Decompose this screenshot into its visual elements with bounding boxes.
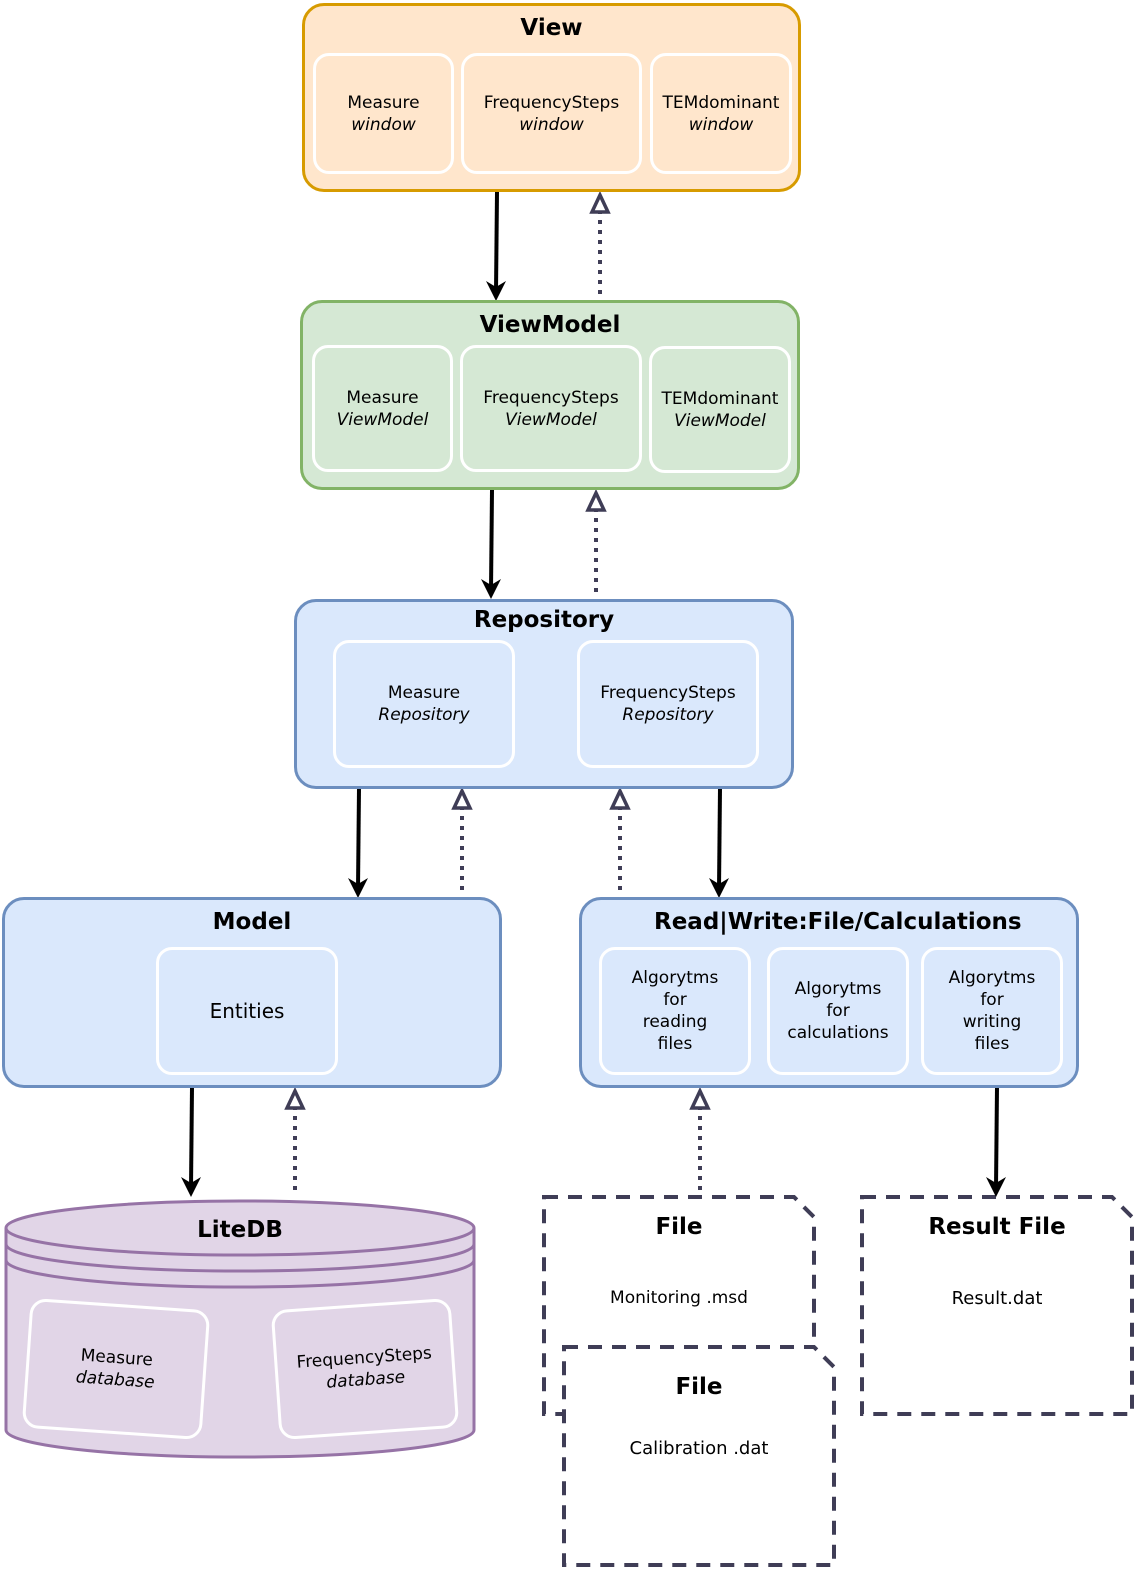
arrow-repository-to-model (356, 787, 361, 890)
card-line: writing (962, 1012, 1022, 1032)
card-line: for (980, 990, 1004, 1010)
temdominant-window-card: TEMdominant window (650, 53, 792, 174)
arrow-rw-to-result (994, 1086, 999, 1189)
open-arrowhead-rw (689, 1086, 711, 1110)
measure-database-card: Measure database (21, 1297, 211, 1441)
card-line: files (657, 1034, 693, 1054)
card-sub: ViewModel (505, 409, 597, 430)
algorytms-calculations-card: Algorytms for calculations (767, 947, 909, 1075)
viewmodel-group: ViewModel Measure ViewModel FrequencySte… (300, 300, 800, 490)
measure-viewmodel-card: Measure ViewModel (312, 345, 453, 472)
repository-group: Repository Measure Repository FrequencyS… (294, 599, 794, 789)
model-title: Model (212, 909, 292, 935)
card-sub: window (519, 114, 584, 135)
arrow-view-to-viewmodel (494, 191, 499, 293)
algorytms-writing-card: Algorytms for writing files (921, 947, 1063, 1075)
viewmodel-title: ViewModel (479, 312, 621, 338)
frequencysteps-viewmodel-card: FrequencySteps ViewModel (460, 345, 642, 472)
card-line: calculations (787, 1023, 889, 1043)
card-sub: Repository (622, 705, 714, 725)
calibration-file-shape (562, 1345, 836, 1567)
arrowhead-repository-to-rw (709, 878, 729, 898)
file-title: File (655, 1214, 703, 1240)
arrowhead-model-to-litedb (181, 1177, 201, 1197)
arrow-model-to-litedb (189, 1086, 194, 1189)
card-line: Algorytms (948, 968, 1036, 988)
card-name: Measure (347, 92, 420, 113)
file-name: Result.dat (951, 1288, 1043, 1309)
card-line: for (826, 1001, 850, 1021)
file-title: File (675, 1374, 723, 1400)
frequencysteps-repository-card: FrequencySteps Repository (577, 640, 759, 768)
temdominant-viewmodel-card: TEMdominant ViewModel (649, 346, 791, 473)
card-name: Measure (346, 387, 419, 408)
open-arrowhead-view (589, 190, 611, 214)
card-sub: database (325, 1367, 406, 1393)
card-name: FrequencySteps (600, 683, 736, 703)
card-line: Algorytms (631, 968, 719, 988)
arrowhead-viewmodel-to-repository (481, 579, 501, 599)
open-arrowhead-repository-left (451, 786, 473, 810)
card-sub: database (75, 1367, 156, 1393)
file-name: Calibration .dat (629, 1438, 769, 1459)
result-file: Result File Result.dat (862, 1214, 1132, 1309)
rw-title: Read|Write:File/Calculations (654, 909, 1022, 935)
algorytms-reading-card: Algorytms for reading files (599, 947, 751, 1075)
card-name: FrequencySteps (483, 92, 620, 113)
model-group: Model Entities (2, 897, 502, 1088)
open-arrowhead-viewmodel (585, 488, 607, 512)
card-sub: Repository (378, 705, 470, 725)
frequencysteps-window-card: FrequencySteps window (461, 53, 642, 174)
measure-window-card: Measure window (313, 53, 454, 174)
card-sub: ViewModel (674, 410, 766, 431)
arrowhead-rw-to-result (986, 1177, 1006, 1197)
file-title: Result File (928, 1214, 1066, 1240)
card-name: TEMdominant (662, 92, 780, 113)
measure-repository-card: Measure Repository (333, 640, 515, 768)
view-title: View (520, 15, 583, 41)
rw-group: Read|Write:File/Calculations Algorytms f… (579, 897, 1079, 1088)
card-sub: ViewModel (336, 409, 429, 430)
card-name: FrequencySteps (483, 387, 619, 408)
arrowhead-view-to-viewmodel (486, 281, 506, 301)
arrow-viewmodel-to-repository (489, 489, 494, 591)
open-arrowhead-model (284, 1086, 306, 1110)
card-line: for (663, 990, 687, 1010)
litedb-title: LiteDB (197, 1217, 283, 1243)
card-name: TEMdominant (661, 388, 779, 409)
arrow-repository-to-rw (717, 787, 722, 890)
card-sub: window (351, 114, 416, 135)
result-file-shape (860, 1195, 1134, 1416)
open-arrowhead-repository-right (609, 786, 631, 810)
card-line: files (974, 1034, 1010, 1054)
card-name: Measure (387, 683, 461, 703)
view-group: View Measure window FrequencySteps windo… (302, 3, 801, 192)
card-line: reading (642, 1012, 708, 1032)
card-name: Entities (209, 999, 285, 1023)
repository-title: Repository (473, 607, 615, 633)
entities-card: Entities (156, 947, 338, 1075)
card-line: Algorytms (794, 979, 882, 999)
arrowhead-repository-to-model (348, 878, 368, 898)
card-sub: window (688, 114, 754, 135)
calibration-file: File Calibration .dat (564, 1374, 834, 1459)
monitoring-file: File Monitoring .msd (544, 1214, 814, 1308)
frequencysteps-database-card: FrequencySteps database (270, 1297, 460, 1441)
file-name: Monitoring .msd (610, 1288, 748, 1308)
